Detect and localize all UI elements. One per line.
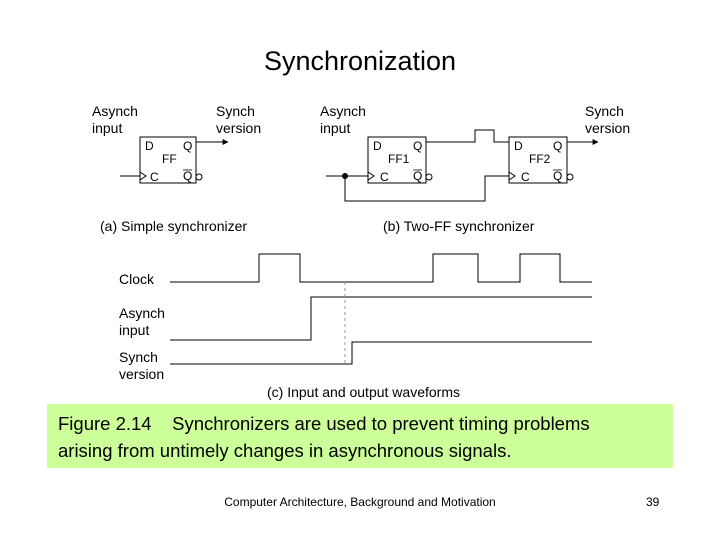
ff-box xyxy=(139,136,197,184)
ff1-pin-c: C xyxy=(380,170,389,184)
ff1-pin-q: Q xyxy=(413,139,422,153)
slide-footer: Computer Architecture, Background and Mo… xyxy=(224,495,496,509)
simple-input-label-line2: input xyxy=(92,120,122,136)
two-ff-synchronizer: Asynch input Synch version D Q FF1 C Q D… xyxy=(320,103,630,234)
ff2-clock-triangle xyxy=(508,171,516,181)
simple-output-label-line1: Synch xyxy=(216,103,255,119)
two-ff-caption: (b) Two-FF synchronizer xyxy=(383,218,535,234)
ff1-pin-d: D xyxy=(373,139,382,153)
asynch-label-line1: Asynch xyxy=(119,305,165,321)
waveforms-caption: (c) Input and output waveforms xyxy=(267,384,460,400)
ff2-pin-c: C xyxy=(521,170,530,184)
ff2-name: FF2 xyxy=(529,152,551,166)
asynch-waveform xyxy=(170,296,592,341)
ff1-to-ff2-wire xyxy=(426,129,509,143)
ff2-box xyxy=(508,136,568,184)
figure-caption-line2: arising from untimely changes in asynchr… xyxy=(58,440,512,461)
two-ff-input-label-line1: Asynch xyxy=(320,103,366,119)
ff-qbar-bubble xyxy=(195,173,203,181)
synchronizer-diagram: Asynch input Synch version D Q FF C Q (a… xyxy=(92,103,630,400)
ff1-pin-qbar: Q xyxy=(413,169,422,183)
synch-waveform xyxy=(170,341,592,365)
ff-pin-d: D xyxy=(145,139,154,153)
ff2-qbar-bubble xyxy=(566,173,574,181)
ff2-pin-d: D xyxy=(514,139,523,153)
ff1-name: FF1 xyxy=(388,152,410,166)
page-number: 39 xyxy=(646,495,660,509)
asynch-label-line2: input xyxy=(119,322,149,338)
ff-pin-qbar: Q xyxy=(183,169,192,183)
ff-clock-triangle xyxy=(139,171,147,181)
clock-label: Clock xyxy=(119,271,155,287)
ff1-qbar-bubble xyxy=(425,173,433,181)
simple-output-label-line2: version xyxy=(216,120,261,136)
synch-label-line2: version xyxy=(119,366,164,382)
ff2-pin-q: Q xyxy=(553,139,562,153)
simple-input-label-line1: Asynch xyxy=(92,103,138,119)
two-ff-output-label-line1: Synch xyxy=(585,103,624,119)
waveforms: Clock Asynch input Synch version (c) Inp… xyxy=(119,253,592,400)
synch-label-line1: Synch xyxy=(119,349,158,365)
two-ff-input-label-line2: input xyxy=(320,120,350,136)
ff1-box xyxy=(367,136,427,184)
clock-branch-wire xyxy=(344,175,509,202)
ff-pin-c: C xyxy=(150,170,159,184)
simple-caption: (a) Simple synchronizer xyxy=(100,218,247,234)
two-ff-output-label-line2: version xyxy=(585,120,630,136)
ff2-pin-qbar: Q xyxy=(553,169,562,183)
ff-name: FF xyxy=(162,152,177,166)
figure-caption: Figure 2.14 Synchronizers are used to pr… xyxy=(47,404,673,468)
slide-title: Synchronization xyxy=(263,46,457,76)
ff1-clock-triangle xyxy=(367,171,375,181)
simple-synchronizer: Asynch input Synch version D Q FF C Q (a… xyxy=(92,103,261,234)
figure-caption-line1: Figure 2.14 Synchronizers are used to pr… xyxy=(58,413,590,434)
clock-waveform xyxy=(170,253,592,283)
ff-pin-q: Q xyxy=(183,139,192,153)
